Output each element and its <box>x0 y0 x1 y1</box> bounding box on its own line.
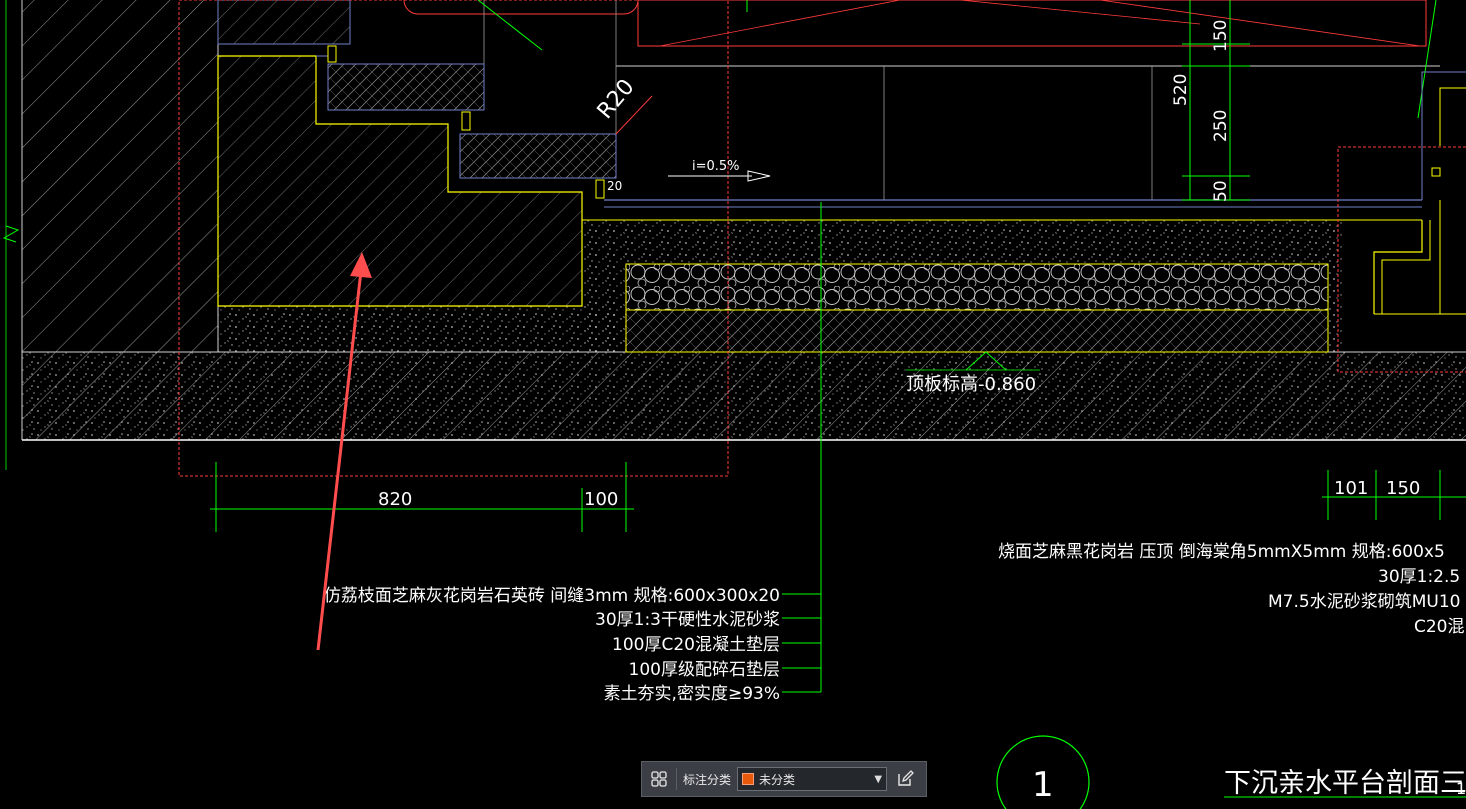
right-note-line-1: 烧面芝麻黑花岗岩 压顶 倒海棠角5mmX5mm 规格:600x5 <box>998 542 1445 562</box>
section-title: 下沉亲水平台剖面三 <box>1224 768 1466 799</box>
dim-100: 100 <box>584 489 618 510</box>
section-number: 1 <box>1032 765 1054 805</box>
right-pit-inner <box>1381 220 1431 314</box>
upper-green-diag <box>477 0 543 51</box>
category-selected-value: 未分类 <box>759 772 796 787</box>
upper-red-tick <box>615 95 653 135</box>
right-note-line-3: M7.5水泥砂浆砌筑MU10 <box>1268 592 1460 612</box>
right-note-line-4: C20混 <box>1414 617 1465 637</box>
right-joint <box>1431 167 1441 177</box>
upper-diag-1 <box>659 0 901 47</box>
upper-rounded-shape <box>403 0 639 15</box>
upper-green-right-diag <box>1417 0 1437 119</box>
joint-filler-1 <box>327 45 337 63</box>
grid-menu-icon[interactable] <box>648 768 670 790</box>
gap-label: 20 <box>607 179 622 193</box>
right-curb <box>1421 71 1466 200</box>
dim-820: 820 <box>378 489 412 510</box>
toolbar-divider <box>676 768 677 790</box>
concrete-layer-right <box>1328 264 1342 352</box>
mortar-layer <box>218 306 626 352</box>
elevation-label: 顶板标高-0.860 <box>906 374 1036 395</box>
concrete-layer <box>582 220 1342 264</box>
note-line-2: 30厚1:3干硬性水泥砂浆 <box>595 610 780 630</box>
right-curb-inner <box>1439 87 1466 146</box>
upper-diag-3 <box>959 0 1201 25</box>
dim-250: 250 <box>1211 110 1231 142</box>
detail-boundary-right <box>1337 146 1466 373</box>
upper-red-frame <box>637 0 1427 47</box>
note-line-4: 100厚级配碎石垫层 <box>629 660 780 680</box>
top-step-stone <box>217 0 351 45</box>
concrete-layer-side <box>582 264 626 352</box>
red-annotation-arrowhead <box>350 252 372 278</box>
gravel-layer <box>626 264 1328 310</box>
edit-icon[interactable] <box>893 767 917 791</box>
step-block <box>217 55 583 307</box>
section-marker-circle <box>996 735 1090 809</box>
left-wall-hatch <box>22 0 218 352</box>
joint-filler-3 <box>595 179 605 199</box>
soil-layer <box>626 310 1328 352</box>
detail-boundary-left <box>178 0 729 477</box>
dim-150-top: 150 <box>1211 20 1231 52</box>
right-note-line-2: 30厚1:2.5 <box>1378 567 1460 587</box>
note-line-3: 100厚C20混凝土垫层 <box>612 635 780 655</box>
page-marker: 1 <box>1456 779 1466 798</box>
dim-520: 520 <box>1171 74 1191 106</box>
break-line <box>2 225 20 243</box>
slope-label: i=0.5% <box>692 159 740 174</box>
chevron-down-icon: ▼ <box>874 773 883 785</box>
lower-step-stone <box>459 133 617 179</box>
dim-150-right: 150 <box>1386 478 1420 499</box>
joint-filler-2 <box>461 111 471 131</box>
base-slab-speckle <box>22 352 1466 440</box>
dim-101: 101 <box>1334 478 1368 499</box>
category-select[interactable]: 未分类 ▼ <box>737 767 888 791</box>
upper-diag-2 <box>1099 0 1421 47</box>
dim-50: 50 <box>1211 180 1231 202</box>
middle-step-stone <box>327 63 485 111</box>
category-label: 标注分类 <box>683 772 732 787</box>
annotation-toolbar: 标注分类 未分类 ▼ <box>641 761 927 797</box>
red-annotation-arrow[interactable] <box>316 261 364 651</box>
note-line-5: 素土夯实,密实度≥93% <box>604 684 780 704</box>
slope-arrow-head <box>747 170 771 182</box>
soil-layer-outline <box>625 309 1329 353</box>
note-line-1: 仿荔枝面芝麻灰花岗岩石英砖 间缝3mm 规格:600x300x20 <box>324 586 780 606</box>
category-color-swatch <box>742 773 755 785</box>
right-pit <box>1373 220 1423 314</box>
elevation-symbol <box>965 351 1007 371</box>
